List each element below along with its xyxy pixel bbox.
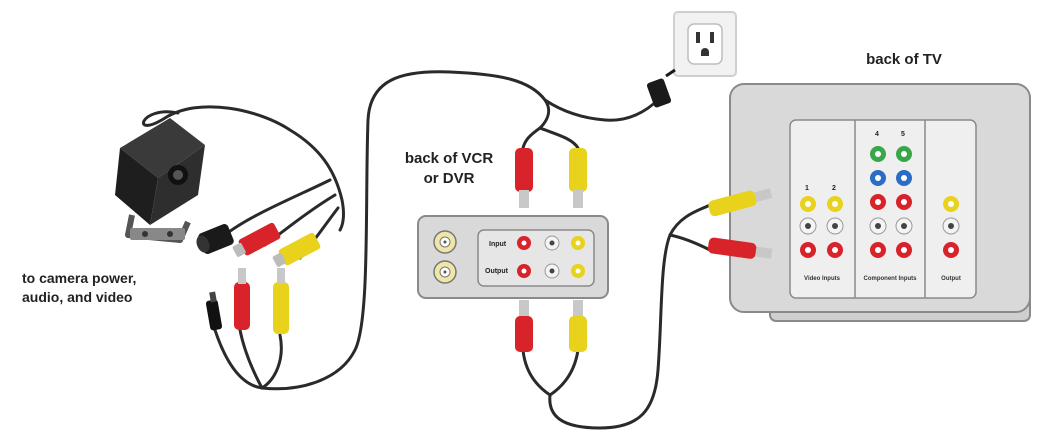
rca-jack-icon bbox=[870, 146, 886, 162]
power-plug bbox=[205, 291, 223, 331]
rca-jack-icon bbox=[942, 217, 960, 235]
rca-plug-icon bbox=[515, 300, 533, 352]
rca-jack-icon bbox=[870, 242, 886, 258]
vcr-bottom-split-left bbox=[521, 348, 552, 397]
rca-plug-icon bbox=[234, 268, 250, 330]
camera-audio-jack-red bbox=[232, 222, 281, 257]
back-of-vcr-label-line1: back of VCR bbox=[405, 150, 494, 167]
vcr-top-split-right bbox=[538, 126, 580, 150]
rca-jack-icon bbox=[571, 236, 585, 250]
rca-jack-icon bbox=[896, 170, 912, 186]
wall-outlet-icon bbox=[673, 11, 737, 77]
tv-back: 1 2 Video Inputs 4 5 Component Inputs Ou… bbox=[729, 83, 1031, 322]
tv-section-video-inputs: Video Inputs bbox=[804, 276, 841, 282]
camera-cable bbox=[142, 105, 345, 232]
rca-plug-icon bbox=[707, 237, 773, 259]
tv-cable-branch-red bbox=[668, 233, 712, 252]
rca-jack-icon bbox=[800, 196, 816, 212]
rca-jack-icon bbox=[517, 236, 531, 250]
tv-video-input-number: 2 bbox=[832, 185, 836, 192]
rca-jack-icon bbox=[827, 242, 843, 258]
tv-video-input-number: 1 bbox=[805, 185, 809, 192]
rca-jack-icon bbox=[517, 264, 531, 278]
adapter-cable bbox=[543, 96, 662, 122]
vcr-output-label: Output bbox=[485, 268, 509, 275]
rca-plug-icon bbox=[708, 188, 773, 217]
rca-jack-icon bbox=[870, 170, 886, 186]
coax-jack-icon bbox=[433, 260, 457, 284]
camera-cable-branch bbox=[223, 178, 332, 237]
rca-jack-icon bbox=[943, 196, 959, 212]
rca-jack-icon bbox=[800, 242, 816, 258]
rca-jack-icon bbox=[943, 242, 959, 258]
rca-jack-icon bbox=[827, 196, 843, 212]
rca-jack-icon bbox=[896, 146, 912, 162]
camera bbox=[115, 118, 321, 267]
rca-jack-icon bbox=[870, 194, 886, 210]
rca-jack-icon bbox=[896, 242, 912, 258]
camera-to-vcr-cable-branch bbox=[260, 333, 283, 390]
rca-jack-icon bbox=[544, 263, 560, 279]
rca-plug-icon bbox=[515, 148, 533, 208]
camera-side-plugs bbox=[205, 268, 289, 334]
rca-plug-icon bbox=[273, 268, 289, 334]
rca-jack-icon bbox=[571, 264, 585, 278]
rca-jack-icon bbox=[895, 217, 913, 235]
tv-component-input-number: 5 bbox=[901, 131, 905, 138]
rca-jack-icon bbox=[826, 217, 844, 235]
rca-plug-icon bbox=[569, 148, 587, 208]
tv-side-plugs bbox=[707, 188, 773, 259]
vcr-back-panel: Input Output bbox=[417, 215, 609, 299]
cables bbox=[142, 70, 712, 430]
rca-jack-icon bbox=[896, 194, 912, 210]
vcr-top-split-left bbox=[521, 126, 542, 150]
vcr-to-tv-cable bbox=[548, 203, 712, 430]
rca-jack-icon bbox=[544, 235, 560, 251]
coax-jack-icon bbox=[433, 230, 457, 254]
tv-component-input-number: 4 bbox=[875, 131, 879, 138]
vcr-bottom-split-right bbox=[548, 348, 580, 397]
power-adapter-icon bbox=[646, 68, 676, 108]
vcr-top-plugs bbox=[515, 148, 587, 208]
back-of-vcr-label-line2: or DVR bbox=[424, 170, 475, 187]
back-of-tv-label: back of TV bbox=[866, 51, 942, 68]
camera-power-jack bbox=[196, 224, 234, 254]
camera-label-line1: to camera power, bbox=[22, 270, 136, 286]
vcr-bottom-plugs bbox=[515, 300, 587, 352]
camera-video-jack-yellow bbox=[272, 232, 321, 267]
vcr-input-label: Input bbox=[489, 241, 507, 248]
rca-plug-icon bbox=[569, 300, 587, 352]
rca-jack-icon bbox=[869, 217, 887, 235]
camera-icon bbox=[115, 118, 205, 243]
camera-to-vcr-cable-branch bbox=[238, 328, 264, 390]
camera-to-vcr-cable bbox=[213, 70, 551, 391]
camera-label-line2: audio, and video bbox=[22, 289, 132, 305]
tv-section-output: Output bbox=[941, 276, 961, 282]
tv-section-component-inputs: Component Inputs bbox=[864, 276, 918, 282]
rca-jack-icon bbox=[799, 217, 817, 235]
